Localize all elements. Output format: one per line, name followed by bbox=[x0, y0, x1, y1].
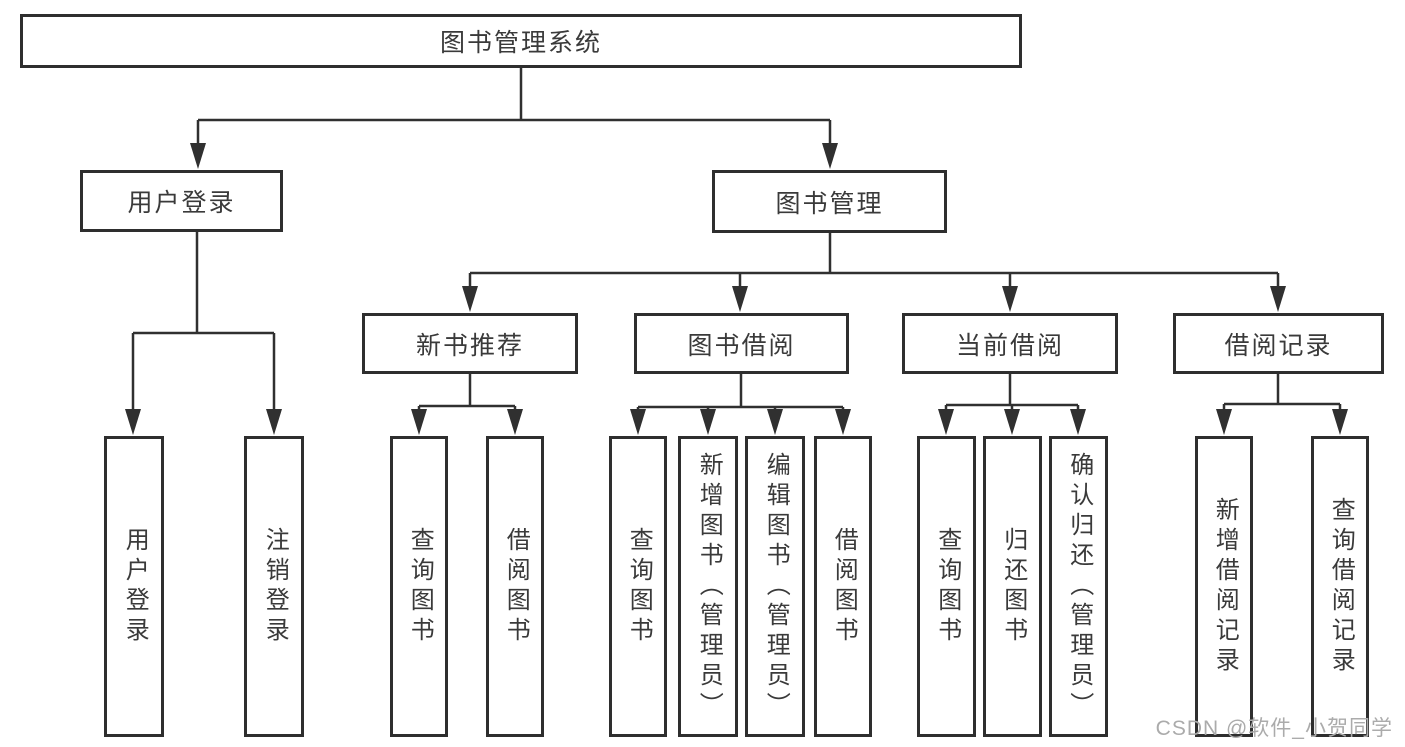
arrowheads bbox=[125, 143, 1348, 435]
node-borrowing-records: 借阅记录 bbox=[1173, 313, 1384, 374]
leaf-query-borrow-record: 查询借阅记录 bbox=[1311, 436, 1369, 737]
node-book-borrowing: 图书借阅 bbox=[634, 313, 849, 374]
leaf-logout-login: 注销登录 bbox=[244, 436, 304, 737]
leaf-query-books-borrowing: 查询图书 bbox=[609, 436, 667, 737]
leaf-confirm-return-admin: 确认归还（管理员） bbox=[1049, 436, 1108, 737]
node-current-borrowing: 当前借阅 bbox=[902, 313, 1118, 374]
leaf-query-books-current: 查询图书 bbox=[917, 436, 976, 737]
leaf-user-login: 用户登录 bbox=[104, 436, 164, 737]
node-user-login: 用户登录 bbox=[80, 170, 283, 232]
leaf-borrow-books-recommend: 借阅图书 bbox=[486, 436, 544, 737]
node-root-library-management-system: 图书管理系统 bbox=[20, 14, 1022, 68]
node-new-book-recommend: 新书推荐 bbox=[362, 313, 578, 374]
leaf-add-books-admin: 新增图书（管理员） bbox=[678, 436, 738, 737]
leaf-borrow-books-borrowing: 借阅图书 bbox=[814, 436, 872, 737]
node-book-management: 图书管理 bbox=[712, 170, 947, 233]
leaf-return-books: 归还图书 bbox=[983, 436, 1042, 737]
leaf-add-borrow-record: 新增借阅记录 bbox=[1195, 436, 1253, 737]
csdn-watermark: CSDN @软件_小贺同学 bbox=[1155, 717, 1393, 740]
leaf-query-books-recommend: 查询图书 bbox=[390, 436, 448, 737]
leaf-edit-books-admin: 编辑图书（管理员） bbox=[745, 436, 805, 737]
